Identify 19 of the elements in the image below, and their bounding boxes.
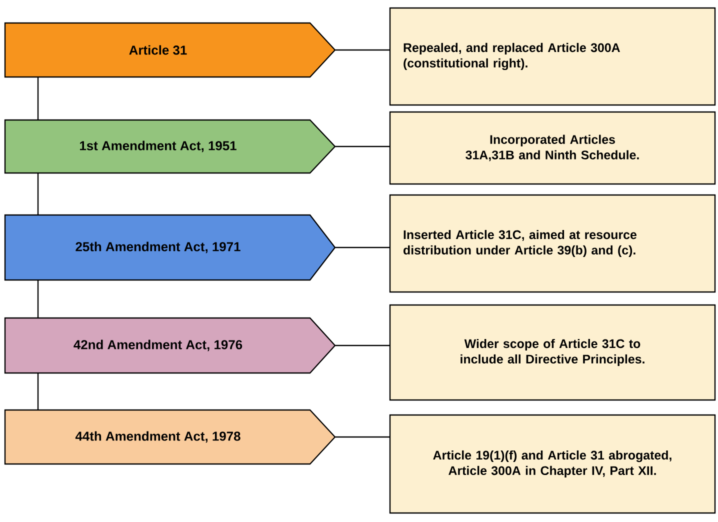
connector-line bbox=[37, 280, 39, 318]
text-box: Incorporated Articles 31A,31B and Ninth Schedule. bbox=[389, 111, 716, 185]
connector-line bbox=[37, 173, 39, 215]
connector-line bbox=[335, 436, 390, 438]
text-box: Repealed, and replaced Article 300A (constitutional right). bbox=[389, 7, 716, 106]
connector-line bbox=[335, 246, 390, 248]
arrow-tag: 44th Amendment Act, 1978 bbox=[4, 409, 336, 465]
connector-line bbox=[37, 77, 39, 120]
arrow-tag: 42nd Amendment Act, 1976 bbox=[4, 317, 336, 374]
text-box: Wider scope of Article 31C to include all Directive Principles. bbox=[389, 304, 716, 401]
connector-line bbox=[37, 373, 39, 410]
connector-line bbox=[335, 344, 390, 346]
arrow-tag: 25th Amendment Act, 1971 bbox=[4, 214, 336, 281]
connector-line bbox=[335, 49, 390, 51]
arrow-tag: Article 31 bbox=[4, 22, 336, 78]
text-box: Article 19(1)(f) and Article 31 abrogated, Article 300A in Chapter IV, Part XII. bbox=[389, 414, 716, 514]
arrow-tag: 1st Amendment Act, 1951 bbox=[4, 119, 336, 174]
connector-line bbox=[335, 146, 390, 148]
text-box: Inserted Article 31C, aimed at resource distribution under Article 39(b) and (c). bbox=[389, 194, 716, 293]
